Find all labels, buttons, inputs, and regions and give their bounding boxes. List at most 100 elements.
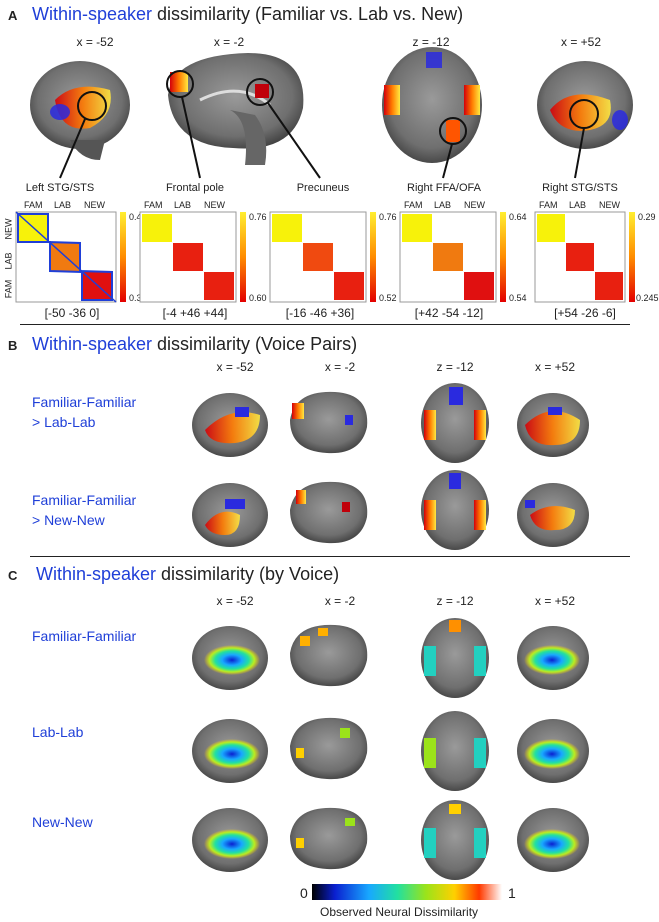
panel-a-coord-3: z = -12 (412, 35, 450, 49)
panel-c-row-2-label: Lab-Lab (32, 724, 84, 740)
panel-b-coord-3: z = -12 (436, 360, 474, 374)
matrix-3-grid (269, 211, 367, 303)
panel-b-row-1-line-2: > Lab-Lab (32, 414, 96, 430)
brain-a-medial (166, 53, 304, 165)
matrix-3-min: 0.52 (379, 293, 397, 303)
matrix-5-scale (629, 212, 635, 302)
brain-c2-medial (290, 717, 368, 780)
panel-c-title-highlight: Within-speaker (36, 564, 157, 584)
panel-b-coord-4: x = +52 (534, 360, 576, 374)
panel-a-coord-2: x = -2 (213, 35, 245, 49)
panel-a-letter: A (8, 8, 18, 23)
roi-label-5: Right STG/STS (542, 182, 618, 194)
mni-coord-5: [+54 -26 -6] (554, 306, 616, 320)
panel-b-letter: B (8, 338, 18, 353)
brain-b2-medial (290, 481, 368, 544)
brain-c1-left (192, 626, 268, 690)
panel-a-brain-images (30, 47, 633, 179)
roi-label-4: Right FFA/OFA (407, 182, 481, 194)
matrix-4-scale (500, 212, 506, 302)
brain-c3-right (517, 808, 589, 872)
roi-label-3: Precuneus (296, 182, 350, 194)
matrix-2-header-lab: LAB (174, 200, 192, 210)
matrix-4-header-fam: FAM (404, 200, 423, 210)
matrix-3-max: 0.76 (379, 212, 397, 222)
brain-c1-medial (290, 624, 368, 687)
brain-b1-axial (421, 383, 489, 463)
brain-b1-right (517, 393, 589, 457)
brain-b1-medial (290, 391, 368, 454)
matrix-1-header-lab: LAB (54, 200, 72, 210)
panel-c-row-3-label: New-New (32, 814, 93, 830)
brain-c2-right (517, 719, 589, 783)
matrix-1-row-lab: LAB (3, 252, 14, 270)
panel-a-coord-4: x = +52 (560, 35, 602, 49)
panel-a-title-rest: dissimilarity (Familiar vs. Lab vs. New) (152, 4, 464, 24)
matrix-5-max: 0.29 (638, 212, 656, 222)
roi-label-1: Left STG/STS (25, 182, 95, 194)
panel-b-row-1-line-1: Familiar-Familiar (32, 394, 137, 410)
brain-c3-axial (421, 800, 489, 880)
matrix-4-grid (399, 211, 497, 303)
panel-c-row-1-label: Familiar-Familiar (32, 628, 137, 644)
matrix-1-header-new: NEW (84, 200, 105, 210)
matrix-1-max: 0.44 (129, 212, 147, 222)
panel-c-coord-3: z = -12 (436, 594, 474, 608)
brain-b2-right (517, 483, 589, 547)
panel-c-coord-4: x = +52 (534, 594, 576, 608)
roi-label-2: Frontal pole (165, 182, 225, 194)
panel-b-row-2-line-1: Familiar-Familiar (32, 492, 137, 508)
matrix-1-row-new: NEW (3, 218, 14, 240)
brain-c3-medial (290, 807, 368, 870)
matrix-1-header-fam: FAM (24, 200, 43, 210)
brain-b2-left (192, 483, 268, 547)
colorbar-label: Observed Neural Dissimilarity (320, 905, 479, 919)
matrix-1-row-fam: FAM (3, 279, 14, 299)
colorbar-max: 1 (508, 885, 516, 901)
brain-a-left-sagittal (30, 61, 130, 160)
panel-a-coord-1: x = -52 (76, 35, 114, 49)
matrix-5-header-new: NEW (599, 200, 620, 210)
matrix-2-header-new: NEW (204, 200, 225, 210)
brain-b1-left (192, 393, 268, 457)
brain-a-right-sagittal (537, 61, 633, 149)
matrix-2-scale (240, 212, 246, 302)
panel-b-brain-images (192, 383, 589, 550)
matrix-4-max: 0.64 (509, 212, 527, 222)
similarity-matrices: FAM LAB NEW NEW LAB FAM 0.44 0.34 FAM LA… (0, 198, 659, 318)
mni-coord-1: [-50 -36 0] (44, 306, 100, 320)
brain-b2-axial (421, 470, 489, 550)
brain-c2-left (192, 719, 268, 783)
matrix-5-header-lab: LAB (569, 200, 587, 210)
matrix-4-header-lab: LAB (434, 200, 452, 210)
panel-a-title: Within-speaker dissimilarity (Familiar v… (32, 4, 463, 25)
panel-b-row-2-line-2: > New-New (32, 512, 105, 528)
panel-b-title-rest: dissimilarity (Voice Pairs) (152, 334, 358, 354)
matrix-1-min: 0.34 (129, 293, 147, 303)
matrix-5-min: 0.245 (636, 293, 659, 303)
matrix-2-min: 0.60 (249, 293, 267, 303)
brain-c1-right (517, 626, 589, 690)
colorbar-min: 0 (300, 885, 308, 901)
panel-c-title: Within-speaker dissimilarity (by Voice) (36, 564, 339, 585)
matrix-3-scale (370, 212, 376, 302)
panel-b-row-2-label: Familiar-Familiar > New-New (32, 490, 136, 530)
matrix-4-min: 0.54 (509, 293, 527, 303)
panel-c-title-rest: dissimilarity (by Voice) (156, 564, 340, 584)
brain-c3-left (192, 808, 268, 872)
panel-b-title: Within-speaker dissimilarity (Voice Pair… (32, 334, 357, 355)
divider-a-b (20, 324, 630, 325)
mni-coord-2: [-4 +46 +44] (162, 306, 228, 320)
callout-lines (59, 96, 585, 179)
colorbar-gradient (312, 884, 502, 900)
panel-c-coord-1: x = -52 (216, 594, 254, 608)
panel-c-brain-images (192, 618, 589, 880)
panel-b-coord-2: x = -2 (324, 360, 356, 374)
panel-c-letter: C (8, 568, 18, 583)
mni-coord-4: [+42 -54 -12] (414, 306, 484, 320)
divider-b-c (30, 556, 630, 557)
panel-c-coord-2: x = -2 (324, 594, 356, 608)
panel-b-row-1-label: Familiar-Familiar > Lab-Lab (32, 392, 136, 432)
matrix-5-header-fam: FAM (539, 200, 558, 210)
mni-coord-3: [-16 -46 +36] (285, 306, 355, 320)
